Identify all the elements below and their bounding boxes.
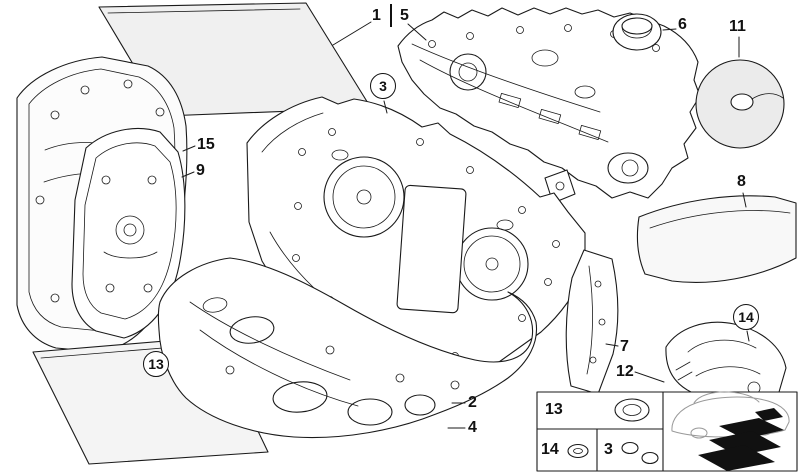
leader-line-8 bbox=[742, 192, 747, 208]
oval-plug-icon bbox=[567, 443, 589, 459]
callout-6[interactable]: 6 bbox=[678, 16, 687, 33]
callout-divider bbox=[390, 4, 392, 27]
callout-2[interactable]: 2 bbox=[468, 394, 477, 411]
part-5-details bbox=[411, 24, 660, 177]
legend-label-13[interactable]: 13 bbox=[545, 401, 563, 418]
callout-15[interactable]: 15 bbox=[197, 136, 215, 153]
callout-13-circled[interactable]: 13 bbox=[143, 351, 169, 377]
grommet-icon bbox=[614, 398, 650, 422]
part-insulation-disc bbox=[695, 59, 785, 149]
part-2-4-details bbox=[189, 297, 460, 407]
leader-line-14 bbox=[746, 330, 750, 342]
callout-14-circled[interactable]: 14 bbox=[733, 304, 759, 330]
clip-pair-icon bbox=[621, 441, 659, 465]
part-9-details bbox=[82, 142, 177, 320]
leader-line-3 bbox=[383, 100, 388, 114]
callout-1[interactable]: 1 bbox=[372, 7, 381, 24]
part-7-details bbox=[586, 265, 606, 375]
callout-8[interactable]: 8 bbox=[737, 173, 746, 190]
leader-line-5 bbox=[407, 23, 427, 41]
callout-11[interactable]: 11 bbox=[729, 18, 746, 35]
leader-line-1 bbox=[332, 21, 372, 46]
part-door-insulation bbox=[71, 127, 186, 339]
leader-line-7 bbox=[605, 343, 619, 347]
part-side-trim-insulation bbox=[636, 195, 797, 283]
legend-label-3[interactable]: 3 bbox=[604, 441, 613, 458]
callout-3-circled[interactable]: 3 bbox=[370, 73, 396, 99]
insulation-location-marks bbox=[698, 408, 784, 471]
part-wheel-arch-insulation bbox=[665, 321, 787, 406]
leader-line-6 bbox=[662, 28, 677, 31]
leader-line-9 bbox=[181, 171, 195, 178]
callout-7[interactable]: 7 bbox=[620, 338, 629, 355]
leader-lines bbox=[181, 21, 750, 429]
part-pillar-insulation bbox=[565, 249, 619, 395]
legend-box bbox=[536, 391, 798, 472]
callout-12[interactable]: 12 bbox=[616, 363, 634, 380]
part-round-cap bbox=[612, 13, 662, 51]
leader-line-15 bbox=[182, 145, 196, 152]
callout-5[interactable]: 5 bbox=[400, 7, 409, 24]
part-rear-shelf-insulation bbox=[397, 7, 701, 199]
part-trunk-floor-insulation bbox=[157, 257, 538, 439]
leader-line-12 bbox=[634, 371, 665, 383]
callout-4[interactable]: 4 bbox=[468, 419, 477, 436]
legend-label-14[interactable]: 14 bbox=[541, 441, 559, 458]
callout-9[interactable]: 9 bbox=[196, 162, 205, 179]
part-14-details bbox=[675, 339, 761, 395]
